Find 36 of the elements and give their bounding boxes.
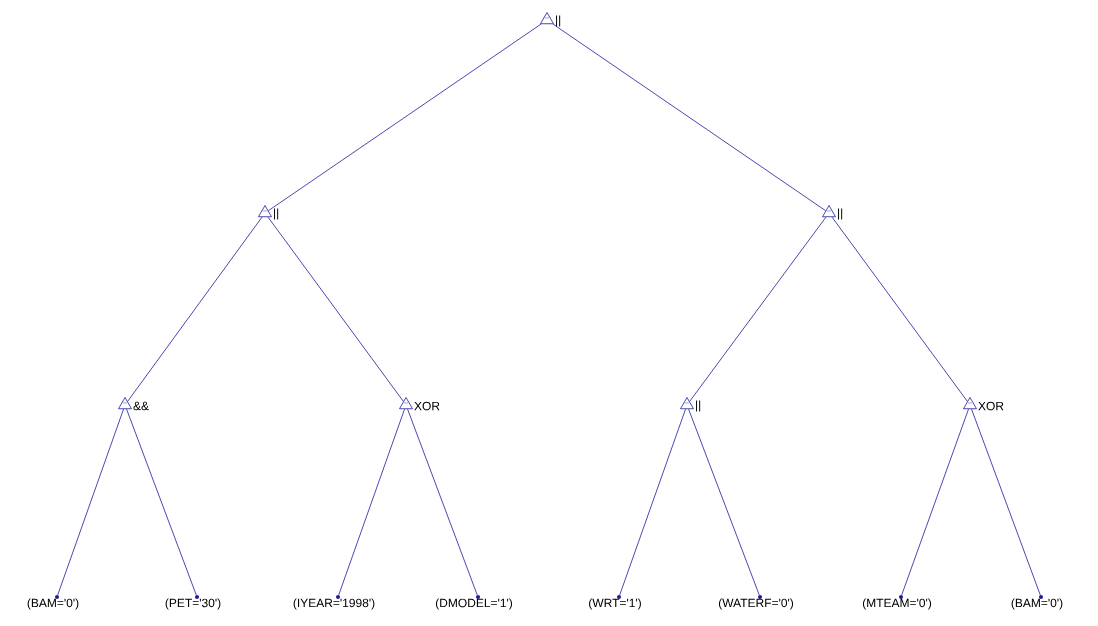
operator-node: ||	[540, 12, 561, 27]
tree-edge	[268, 23, 542, 212]
leaf-node: (PET='30')	[165, 595, 221, 610]
leaf-node: (BAM='0')	[1011, 595, 1063, 610]
tree-edge	[338, 408, 405, 596]
tree-edge	[901, 408, 969, 596]
node-label: ||	[556, 15, 561, 27]
operator-node: ||	[822, 205, 843, 220]
operator-node: XOR	[399, 397, 440, 411]
tree-edge	[619, 408, 686, 596]
tree-edge	[57, 408, 124, 596]
leaf-node: (IYEAR='1998')	[293, 595, 375, 610]
tree-edge	[831, 216, 968, 402]
node-label: ||	[274, 208, 279, 220]
tree-edge	[971, 408, 1041, 596]
leaf-node: (DMODEL='1')	[435, 595, 513, 610]
tree-edge	[688, 408, 760, 596]
leaf-node: (WRT='1')	[589, 595, 641, 610]
tree-edge	[407, 408, 478, 596]
leaf-node: (WATERF='0')	[718, 595, 794, 610]
node-label: XOR	[414, 401, 440, 411]
node-label: &&	[133, 401, 149, 411]
operator-node: ||	[258, 205, 279, 220]
leaf-node: (BAM='0')	[27, 595, 79, 610]
node-label: XOR	[978, 401, 1004, 411]
operator-node: ||	[680, 397, 701, 412]
tree-edge	[552, 23, 826, 212]
tree-edge	[689, 216, 827, 402]
operator-node: XOR	[963, 397, 1004, 411]
tree-edge	[126, 408, 197, 596]
node-label: ||	[696, 400, 701, 412]
leaf-node: (MTEAM='0')	[862, 595, 932, 610]
operator-node: &&	[118, 397, 149, 411]
node-label: ||	[838, 208, 843, 220]
tree-edge	[267, 216, 404, 402]
tree-edge	[127, 216, 263, 402]
